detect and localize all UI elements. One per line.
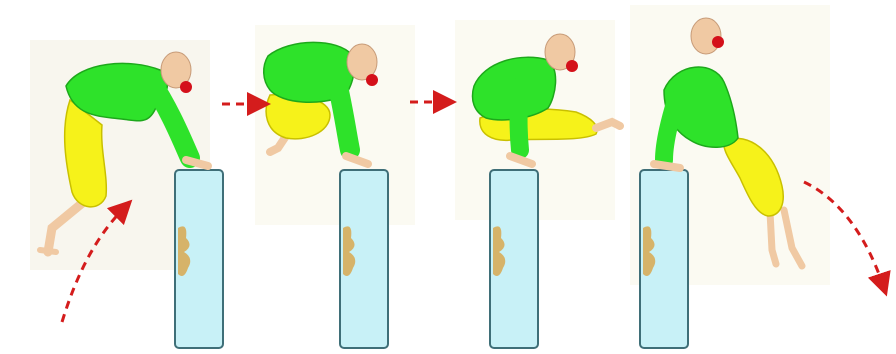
obstacle-3 [490, 170, 538, 348]
obstacle-2 [340, 170, 388, 348]
obstacle-4 [640, 170, 688, 348]
obstacle-1 [175, 170, 223, 348]
